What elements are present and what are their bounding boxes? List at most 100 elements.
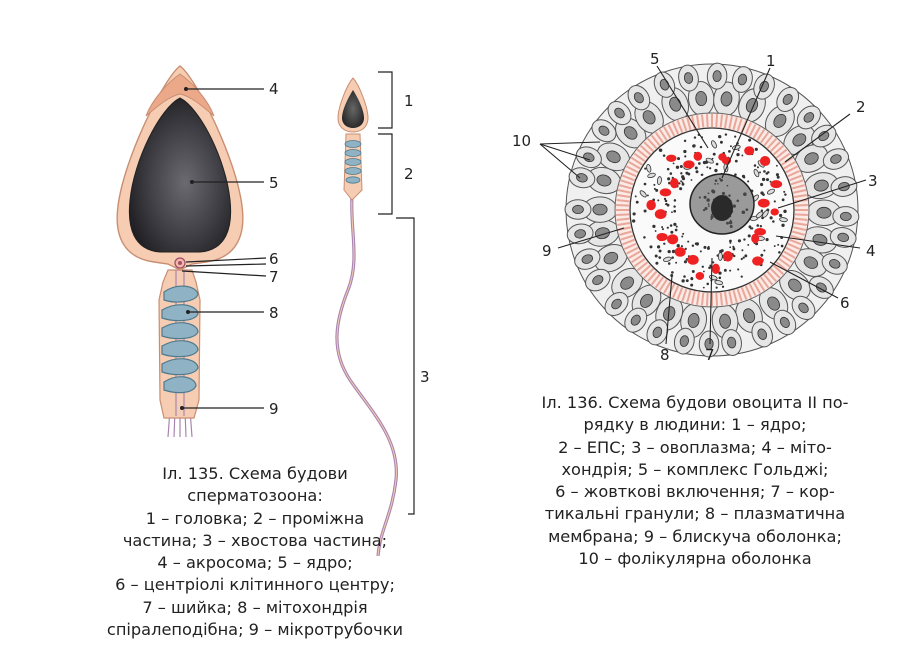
ooplasm-dot	[671, 271, 674, 274]
ooplasm-dot	[667, 250, 671, 254]
ooplasm-dot	[703, 245, 707, 249]
zona-stripe	[676, 287, 684, 300]
ooplasm-dot	[680, 172, 683, 175]
zona-stripe	[616, 198, 630, 203]
ooplasm-dot	[654, 230, 657, 232]
ooplasm-dot	[729, 269, 732, 272]
zona-stripe	[778, 257, 791, 268]
ooplasm-dot	[756, 224, 760, 227]
zona-stripe	[705, 292, 709, 306]
zona-stripe	[681, 288, 688, 302]
zona-stripe	[650, 273, 661, 286]
mitochondrion	[711, 140, 717, 149]
sperm-detail-diagram: 4 5 6 7 8 9	[116, 65, 279, 438]
zona-stripe	[639, 264, 651, 275]
ooplasm-dot	[712, 152, 716, 156]
zona-stripe	[617, 193, 631, 199]
ooplasm-dot	[702, 270, 705, 273]
zona-stripe	[633, 257, 646, 268]
ooplasm-dot	[673, 209, 677, 213]
chromatin-dot	[707, 192, 710, 195]
ooplasm-dot	[698, 162, 701, 165]
chromatin-dot	[710, 218, 713, 221]
caption-line: частина; 3 – хвостова частина;	[122, 530, 388, 550]
zona-stripe	[719, 292, 724, 306]
zona-stripe	[783, 250, 796, 259]
follicle-cell-nucleus	[779, 316, 790, 328]
ooplasm-dot	[666, 226, 669, 229]
follicle-cell-nucleus	[620, 276, 634, 290]
cortical-granule	[683, 160, 695, 169]
oocyte-label-10: 10	[512, 132, 531, 150]
ooplasm-dot	[685, 171, 689, 175]
sperm-label-5: 5	[269, 174, 279, 192]
ooplasm-dot	[632, 212, 636, 216]
chromatin-dot	[726, 221, 729, 225]
ooplasm-dot	[760, 253, 764, 257]
sperm-small-spiral	[344, 140, 362, 184]
chromatin-dot	[729, 224, 733, 228]
oocyte-label-6: 6	[840, 294, 850, 312]
ooplasm-dot	[687, 240, 690, 243]
cortical-granule	[656, 232, 668, 242]
chromatin-dot	[707, 205, 710, 207]
zona-stripe	[732, 289, 738, 303]
zona-stripe	[789, 238, 802, 246]
zona-stripes	[616, 114, 808, 306]
follicular-cells	[564, 62, 860, 358]
ooplasm-dot	[734, 173, 737, 176]
oocyte-diagram: 1 2 3 4 5 6 7 8 9 10	[512, 50, 878, 364]
follicle-cell-nucleus	[829, 259, 841, 269]
zona-stripe	[672, 121, 680, 135]
follicle-cell-nucleus	[695, 90, 708, 107]
oocyte-label-1: 1	[766, 52, 776, 70]
ooplasm-dot	[673, 205, 676, 208]
follicle-cell-nucleus	[572, 204, 584, 215]
zona-stripe	[691, 290, 696, 305]
follicle-cell-nucleus	[839, 211, 852, 221]
ooplasm-dot	[634, 195, 637, 198]
zona-stripe	[700, 114, 705, 128]
zona-stripe	[773, 145, 785, 156]
ooplasm-dot	[681, 175, 685, 179]
chromatin-dot	[741, 210, 746, 215]
zona-stripe	[766, 271, 777, 283]
ooplasm-dot	[699, 250, 702, 253]
ooplasm-dot	[663, 242, 666, 245]
ooplasm-dot	[653, 187, 656, 190]
zona-stripe	[766, 137, 777, 149]
caption-line: хондрія; 5 – комплекс Гольджі;	[561, 459, 829, 479]
ooplasm-dot	[656, 245, 661, 249]
zona-stripe	[619, 230, 633, 236]
ooplasm-dot	[683, 275, 686, 278]
ooplasm-dot	[700, 173, 703, 176]
sperm-small-nucleus	[342, 90, 364, 128]
ooplasm-dot	[680, 245, 684, 248]
ooplasm-dot	[690, 283, 694, 287]
zona-stripe	[787, 170, 801, 178]
ooplasm-dot	[654, 254, 658, 258]
chromatin-dot	[714, 179, 718, 182]
ooplasm-dot	[670, 230, 674, 234]
follicle-cell-nucleus	[576, 173, 588, 183]
ooplasm-dot	[661, 226, 664, 229]
chromatin-dot	[721, 191, 726, 196]
ooplasm-dot	[775, 164, 778, 167]
zona-stripe	[633, 152, 646, 163]
chromatin-dot	[703, 195, 707, 199]
sperm-dot-5	[190, 180, 194, 184]
follicle-cell-nucleus	[574, 229, 586, 239]
sperm-dot-8	[186, 310, 190, 314]
mitochondrion	[779, 217, 788, 223]
cortical-granule	[752, 256, 764, 266]
zona-stripe	[628, 250, 641, 259]
zona-stripe	[643, 267, 655, 279]
cortical-granule	[654, 209, 667, 220]
cortical-granule	[687, 254, 699, 265]
ooplasm-dot	[753, 164, 757, 167]
chromatin-dot	[729, 219, 732, 222]
mitochondrion	[766, 188, 776, 195]
ooplasm-dot	[778, 251, 781, 254]
chromatin-dot	[710, 213, 713, 216]
follicle-cell-nucleus	[719, 313, 731, 329]
